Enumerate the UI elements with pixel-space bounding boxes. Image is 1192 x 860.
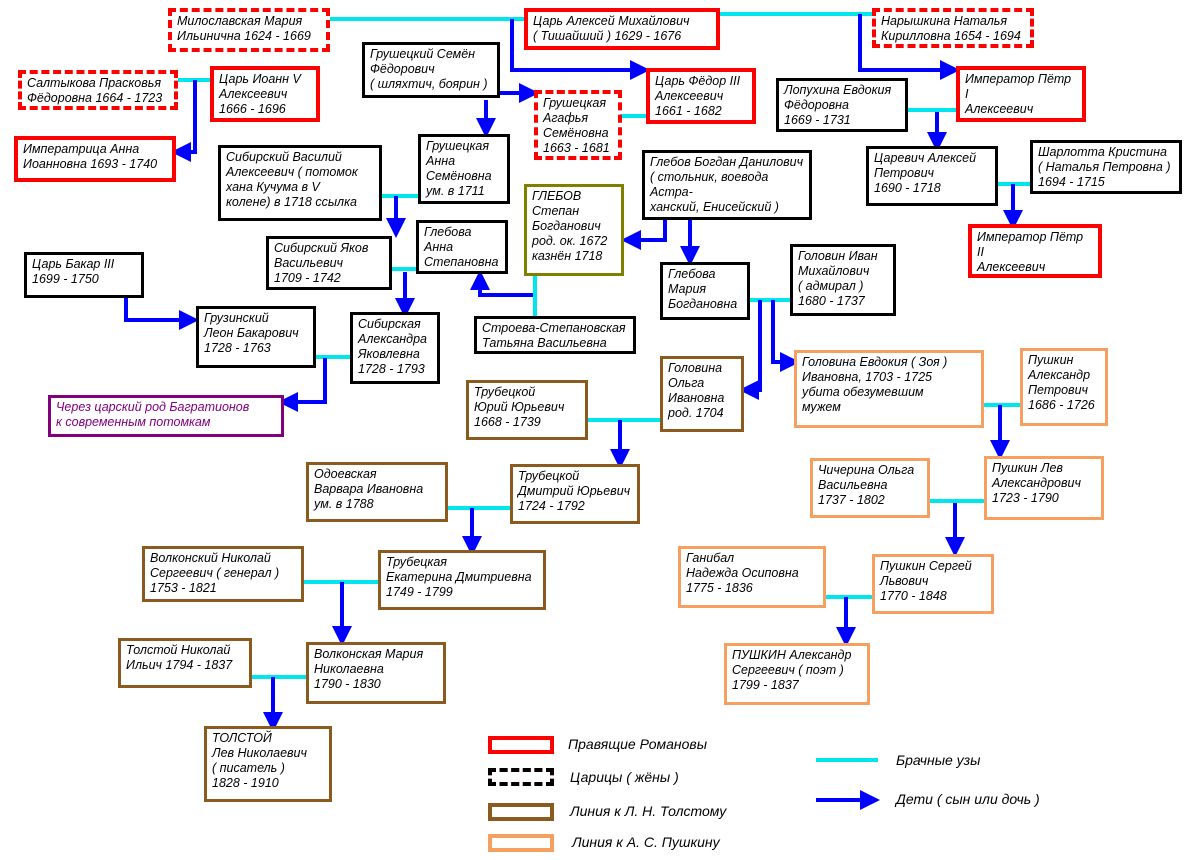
person-trubetskoy-yury: Трубецкой Юрий Юрьевич 1668 - 1739: [466, 380, 588, 440]
person-golovina-olga: Головина Ольга Ивановна род. 1704: [660, 356, 744, 432]
person-odoevskaya: Одоевская Варвара Ивановна ум. в 1788: [306, 462, 448, 522]
person-stroeva: Строева-Степановская Татьяна Васильевна: [474, 316, 636, 354]
legend-marriage: Брачные узы: [896, 752, 981, 768]
person-tolstoy-ln: ТОЛСТОЙ Лев Николаевич ( писатель ) 1828…: [204, 726, 332, 802]
person-grushetsky-semyon: Грушецкий Семён Фёдорович ( шляхтич, боя…: [362, 42, 500, 98]
legend-swatch-tolstoy: [488, 803, 554, 821]
person-lopukhina: Лопухина Евдокия Фёдоровна 1669 - 1731: [776, 78, 908, 132]
person-sibirskaya-alexandra: Сибирская Александра Яковлевна 1728 - 17…: [350, 312, 440, 384]
person-fyodor-iii: Царь Фёдор III Алексеевич 1661 - 1682: [646, 68, 756, 124]
person-tsarevich-alexey: Царевич Алексей Петрович 1690 - 1718: [866, 146, 998, 206]
person-pushkin-lev: Пушкин Лев Александрович 1723 - 1790: [984, 456, 1104, 520]
person-gruzinsky: Грузинский Леон Бакарович 1728 - 1763: [196, 306, 316, 368]
person-golovin-ivan: Головин Иван Михайлович ( адмирал ) 1680…: [790, 244, 896, 316]
person-alexey-mikhailovich: Царь Алексей Михайлович ( Тишайший ) 162…: [524, 8, 720, 50]
legend-swatch-tsarinas: [488, 768, 554, 786]
legend-line-swatches: [816, 758, 880, 810]
person-peter-i: Император Пётр I Алексеевич 1672 - 1725: [956, 66, 1086, 122]
person-ivan-v: Царь Иоанн V Алексеевич 1666 - 1696: [210, 66, 320, 122]
person-tolstoy-nikolai: Толстой Николай Ильич 1794 - 1837: [118, 638, 252, 688]
bagration-note: Через царский род Багратионов к современ…: [48, 395, 284, 437]
legend-tsarinas: Царицы ( жёны ): [570, 769, 679, 785]
legend-ruling: Правящие Романовы: [568, 736, 708, 752]
person-gannibal: Ганибал Надежда Осиповна 1775 - 1836: [678, 546, 826, 608]
person-trubetskoy-dmitry: Трубецкой Дмитрий Юрьевич 1724 - 1792: [510, 464, 640, 524]
child-arrows: [124, 14, 1023, 732]
person-grushetskaya-anna: Грушецкая Анна Семёновна ум. в 1711: [418, 134, 510, 204]
person-saltykova: Салтыкова Прасковья Фёдоровна 1664 - 172…: [18, 70, 178, 110]
person-sibirsky-yakov: Сибирский Яков Васильевич 1709 - 1742: [266, 236, 392, 290]
person-sibirsky-vasily: Сибирский Василий Алексеевич ( потомок х…: [218, 145, 382, 221]
person-grushetskaya-agafya: Грушецкая Агафья Семёновна 1663 - 1681: [534, 90, 622, 160]
legend-swatch-pushkin: [488, 834, 554, 852]
person-volkonskaya-maria: Волконская Мария Николаевна 1790 - 1830: [306, 642, 446, 704]
legend-pushkin-line: Линия к А. С. Пушкину: [572, 834, 720, 850]
person-glebov-stepan: ГЛЕБОВ Степан Богданович род. ок. 1672 к…: [524, 184, 624, 276]
person-glebov-bogdan: Глебов Богдан Данилович ( стольник, воев…: [642, 150, 812, 220]
person-glebova-maria: Глебова Мария Богдановна: [660, 262, 750, 320]
person-bakar: Царь Бакар III 1699 - 1750: [24, 252, 144, 298]
person-miloslavskaya: Милославская Мария Ильинична 1624 - 1669: [168, 8, 330, 52]
person-chicherina: Чичерина Ольга Васильевна 1737 - 1802: [810, 458, 930, 518]
person-glebova-anna: Глебова Анна Степановна: [416, 220, 508, 274]
person-peter-ii: Император Пётр II Алексеевич 1715 - 1730: [968, 224, 1102, 278]
person-trubetskaya-ekaterina: Трубецкая Екатерина Дмитриевна 1749 - 17…: [378, 550, 546, 610]
person-golovina-evdokia: Головина Евдокия ( Зоя ) Ивановна, 1703 …: [794, 350, 984, 428]
person-naryshkina: Нарышкина Наталья Кирилловна 1654 - 1694: [872, 8, 1034, 48]
legend-children: Дети ( сын или дочь ): [896, 791, 1040, 807]
legend-swatch-ruling: [488, 736, 554, 754]
person-pushkin-sergei: Пушкин Сергей Львович 1770 - 1848: [872, 554, 994, 614]
person-charlotte: Шарлотта Кристина ( Наталья Петровна ) 1…: [1030, 140, 1182, 194]
person-pushkin-alexander-p: Пушкин Александр Петрович 1686 - 1726: [1020, 348, 1108, 426]
person-anna-ioannovna: Императрица Анна Иоанновна 1693 - 1740: [14, 136, 176, 182]
person-volkonsky-nikolai: Волконский Николай Сергеевич ( генерал )…: [142, 546, 304, 602]
legend-tolstoy-line: Линия к Л. Н. Толстому: [570, 803, 727, 819]
person-pushkin-as: ПУШКИН Александр Сергеевич ( поэт ) 1799…: [724, 643, 870, 705]
